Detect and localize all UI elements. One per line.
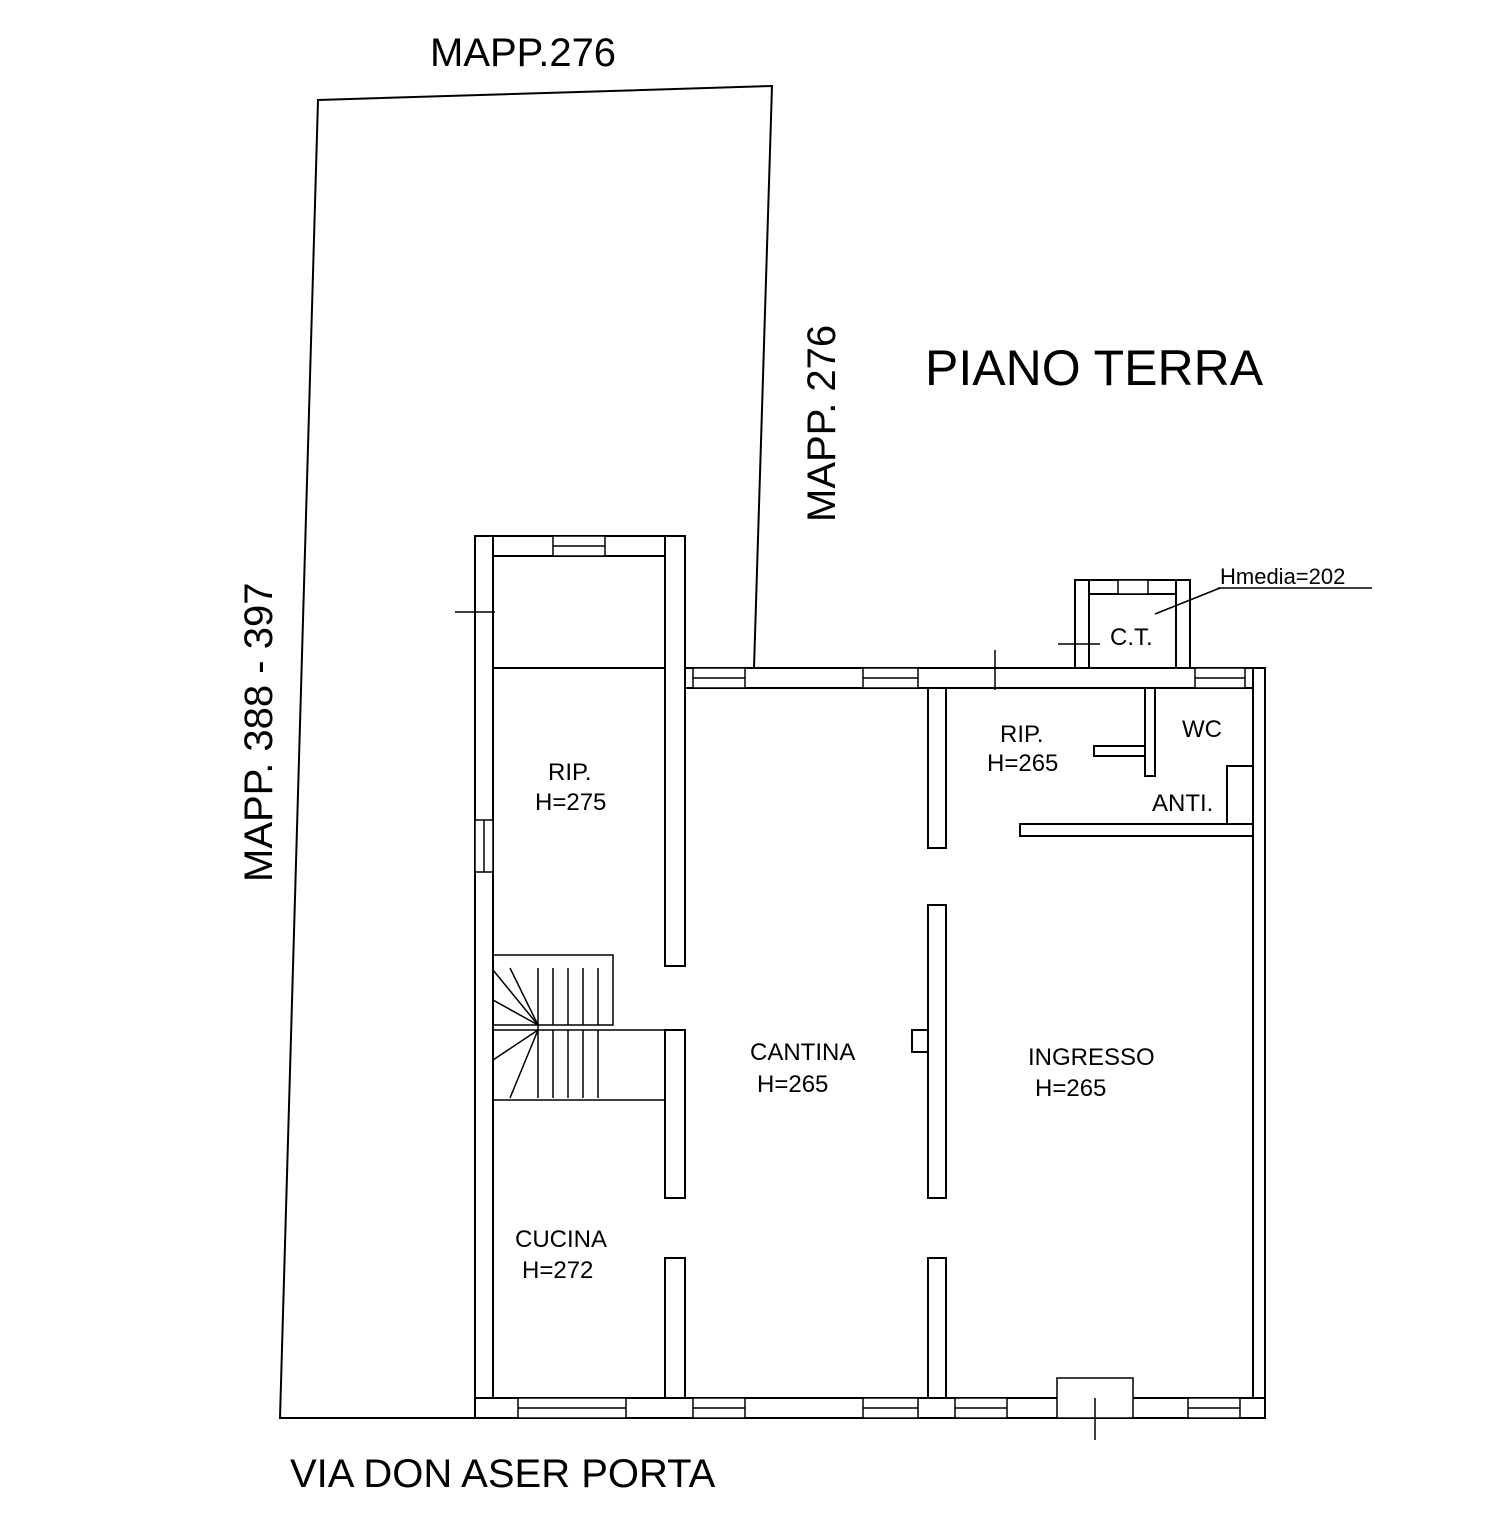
room-height-cantina: H=265: [757, 1071, 828, 1098]
room-name-cucina: CUCINA: [515, 1226, 607, 1253]
boundary-label-top: MAPP.276: [430, 31, 616, 75]
door-marks: [455, 611, 1100, 690]
room-height-rip-2: H=265: [987, 750, 1058, 777]
staircase: [492, 967, 599, 1099]
room-name-cantina: CANTINA: [750, 1039, 855, 1066]
windows: [474, 535, 1246, 1440]
lot-boundary: [278, 84, 774, 1419]
room-name-wc: WC: [1182, 716, 1222, 743]
room-name-ingresso: INGRESSO: [1028, 1044, 1155, 1071]
plan-title: PIANO TERRA: [925, 340, 1264, 396]
street-label: VIA DON ASER PORTA: [290, 1452, 716, 1496]
room-name-anti: ANTI.: [1152, 790, 1213, 817]
boundary-label-right: MAPP. 276: [800, 325, 844, 522]
room-height-ingresso: H=265: [1035, 1075, 1106, 1102]
room-name-ct: C.T.: [1110, 624, 1153, 651]
room-name-rip-1: RIP.: [548, 759, 592, 786]
annotation-leader: [1154, 587, 1221, 615]
room-height-rip-1: H=275: [535, 789, 606, 816]
annotation-hmedia: Hmedia=202: [1220, 564, 1345, 589]
room-height-cucina: H=272: [522, 1257, 593, 1284]
room-name-rip-2: RIP.: [1000, 721, 1044, 748]
boundary-label-left: MAPP. 388 - 397: [237, 583, 281, 882]
